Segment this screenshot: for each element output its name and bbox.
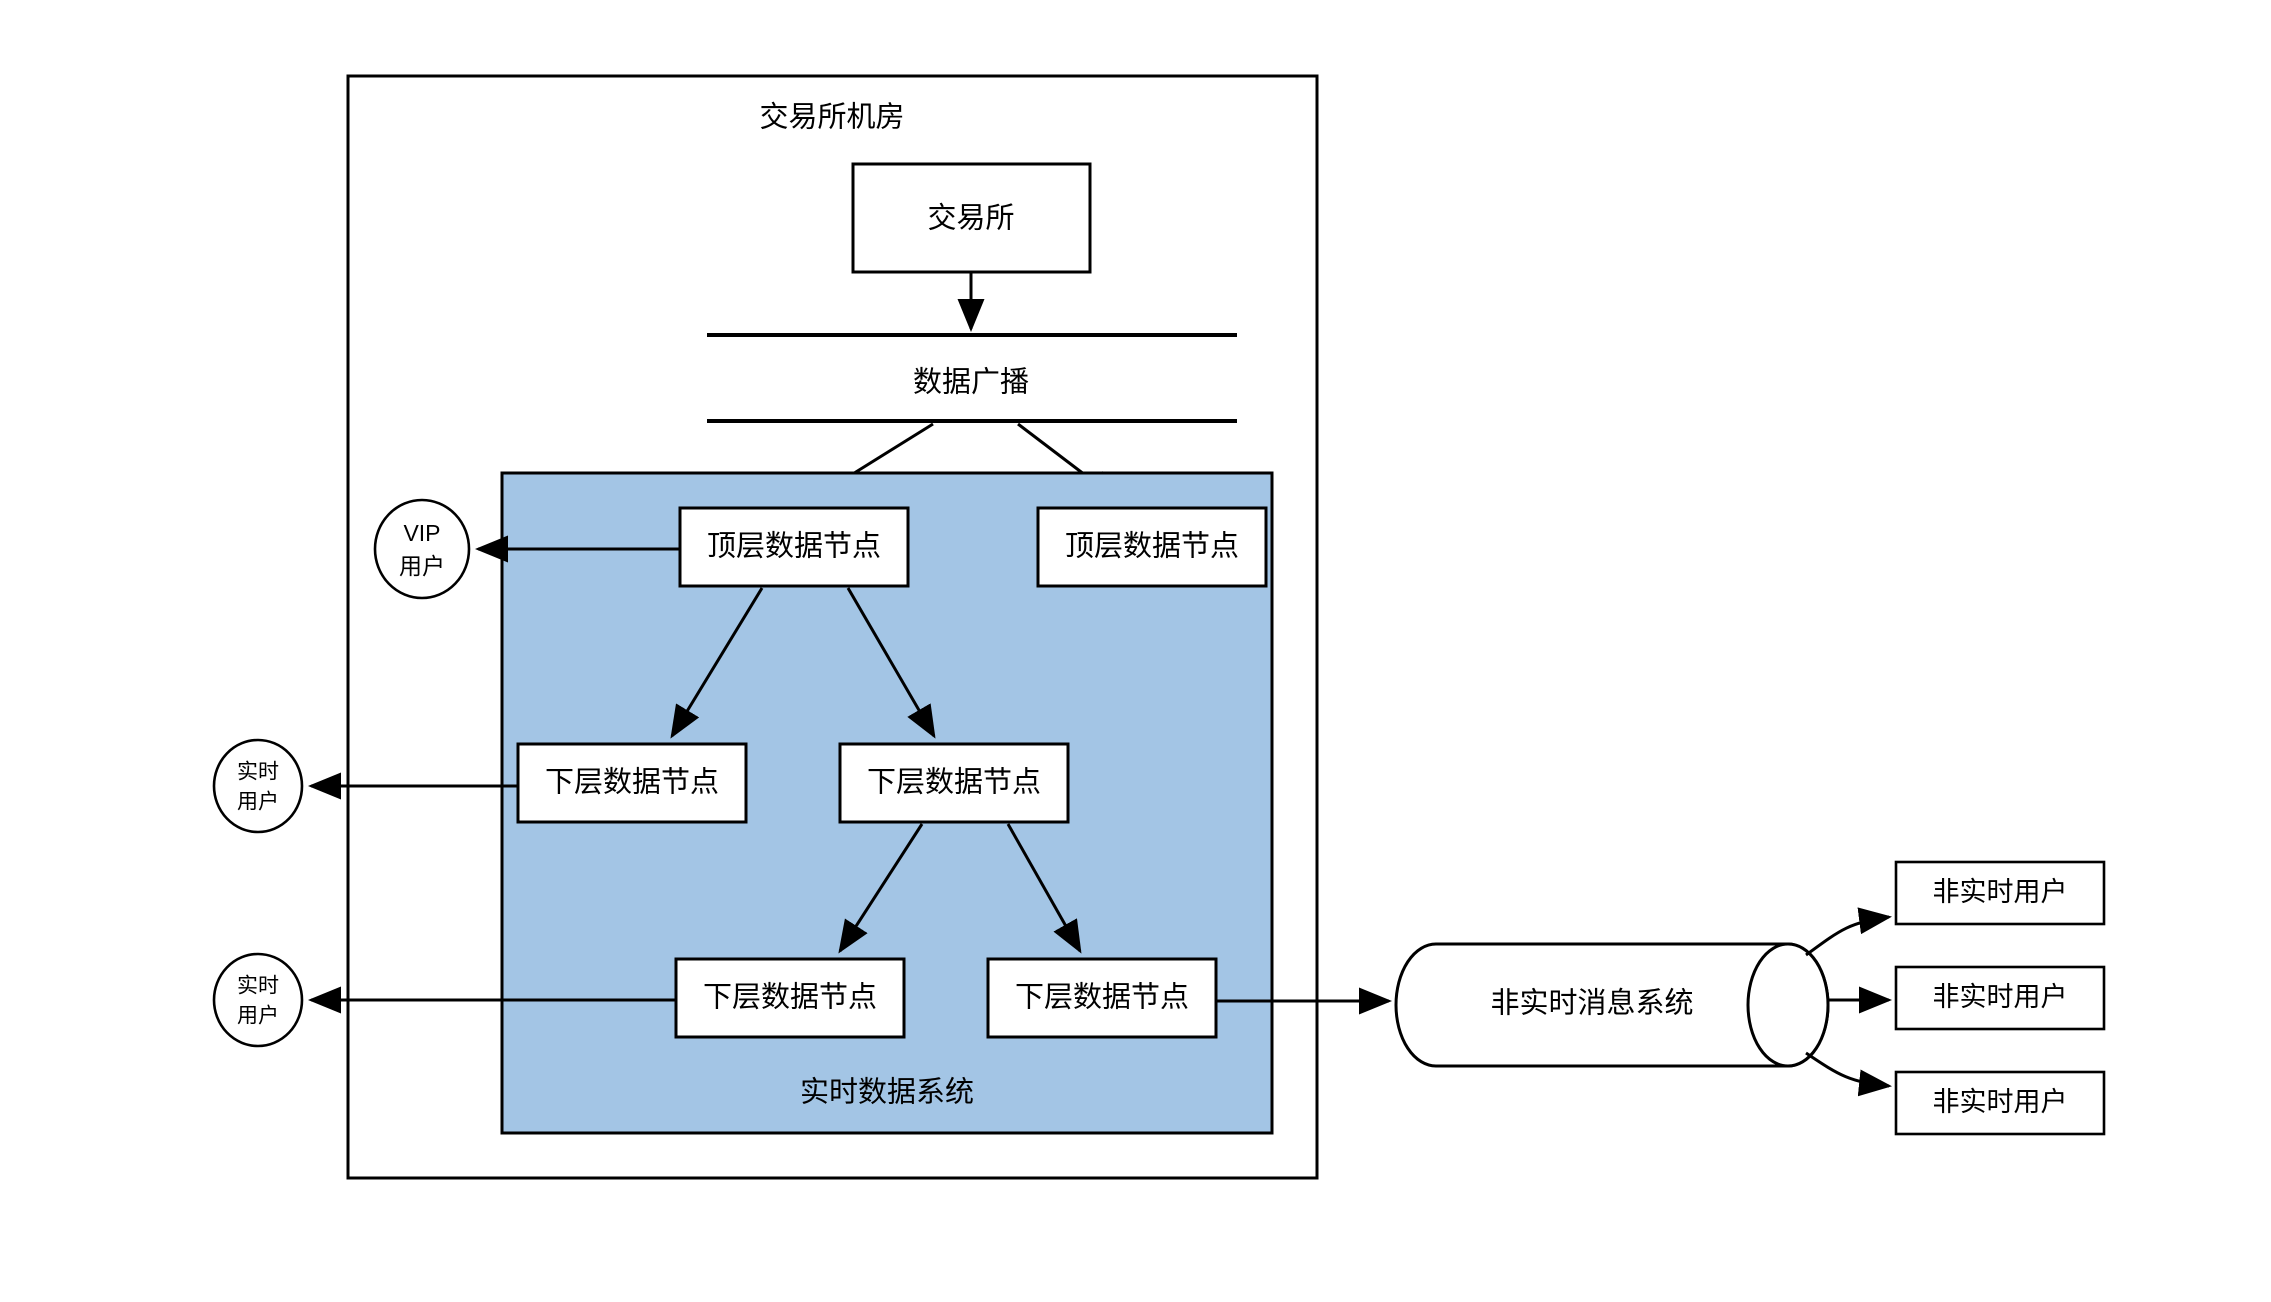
edge-message-system-to-user-1 — [1805, 907, 1892, 957]
realtime-user-2-label-line2: 用户 — [237, 1005, 279, 1028]
nonrealtime-user-box-2[interactable] — [1894, 965, 2106, 1031]
top-data-node-2[interactable] — [1036, 506, 1268, 588]
nonrealtime-user-box-1-label: 非实时用户 — [1933, 877, 2068, 907]
lower-data-node-3-label: 下层数据节点 — [703, 981, 877, 1014]
nonrealtime-user-box-2-label: 非实时用户 — [1933, 982, 2068, 1012]
realtime-data-system-label: 实时数据系统 — [800, 1076, 974, 1109]
lower-data-node-2-label: 下层数据节点 — [867, 766, 1041, 799]
nonrealtime-message-system[interactable] — [1394, 942, 1830, 1068]
edge-message-system-to-user-3 — [1805, 1051, 1892, 1097]
realtime-user-2-label-line1: 实时 — [237, 975, 279, 998]
nonrealtime-user-box-1[interactable] — [1894, 860, 2106, 926]
edge-lower2-to-lower3 — [838, 823, 924, 954]
realtime-user-1-actor[interactable] — [212, 738, 304, 834]
nonrealtime-user-box-3-label: 非实时用户 — [1933, 1087, 2068, 1117]
realtime-user-1-label-line2: 用户 — [237, 791, 279, 814]
lower-data-node-1[interactable] — [516, 742, 748, 824]
lower-data-node-3[interactable] — [674, 957, 906, 1039]
nonrealtime-user-box-3[interactable] — [1894, 1070, 2106, 1136]
realtime-user-2-actor[interactable] — [212, 952, 304, 1048]
realtime-user-1-label-line1: 实时 — [237, 761, 279, 784]
exchange-box-label: 交易所 — [927, 202, 1014, 235]
vip-user-label-line1: VIP — [403, 520, 440, 546]
broadcast-label: 数据广播 — [913, 366, 1029, 399]
edge-lower2-to-lower4 — [1006, 823, 1082, 954]
vip-user-actor[interactable] — [373, 498, 471, 600]
lower-data-node-2[interactable] — [838, 742, 1070, 824]
top-data-node-1-label: 顶层数据节点 — [707, 530, 881, 563]
exchange-box[interactable] — [851, 162, 1092, 274]
top-data-node-1[interactable] — [678, 506, 910, 588]
nonrealtime-message-system-label: 非实时消息系统 — [1490, 987, 1693, 1020]
vip-user-label-line2: 用户 — [399, 553, 445, 579]
edge-top1-to-lower1 — [670, 587, 764, 739]
edge-top1-to-lower2 — [846, 587, 936, 739]
lower-data-node-4-label: 下层数据节点 — [1015, 981, 1189, 1014]
lower-data-node-4[interactable] — [986, 957, 1218, 1039]
exchange-datacenter-title: 交易所机房 — [759, 101, 904, 134]
lower-data-node-1-label: 下层数据节点 — [545, 766, 719, 799]
top-data-node-2-label: 顶层数据节点 — [1065, 530, 1239, 563]
